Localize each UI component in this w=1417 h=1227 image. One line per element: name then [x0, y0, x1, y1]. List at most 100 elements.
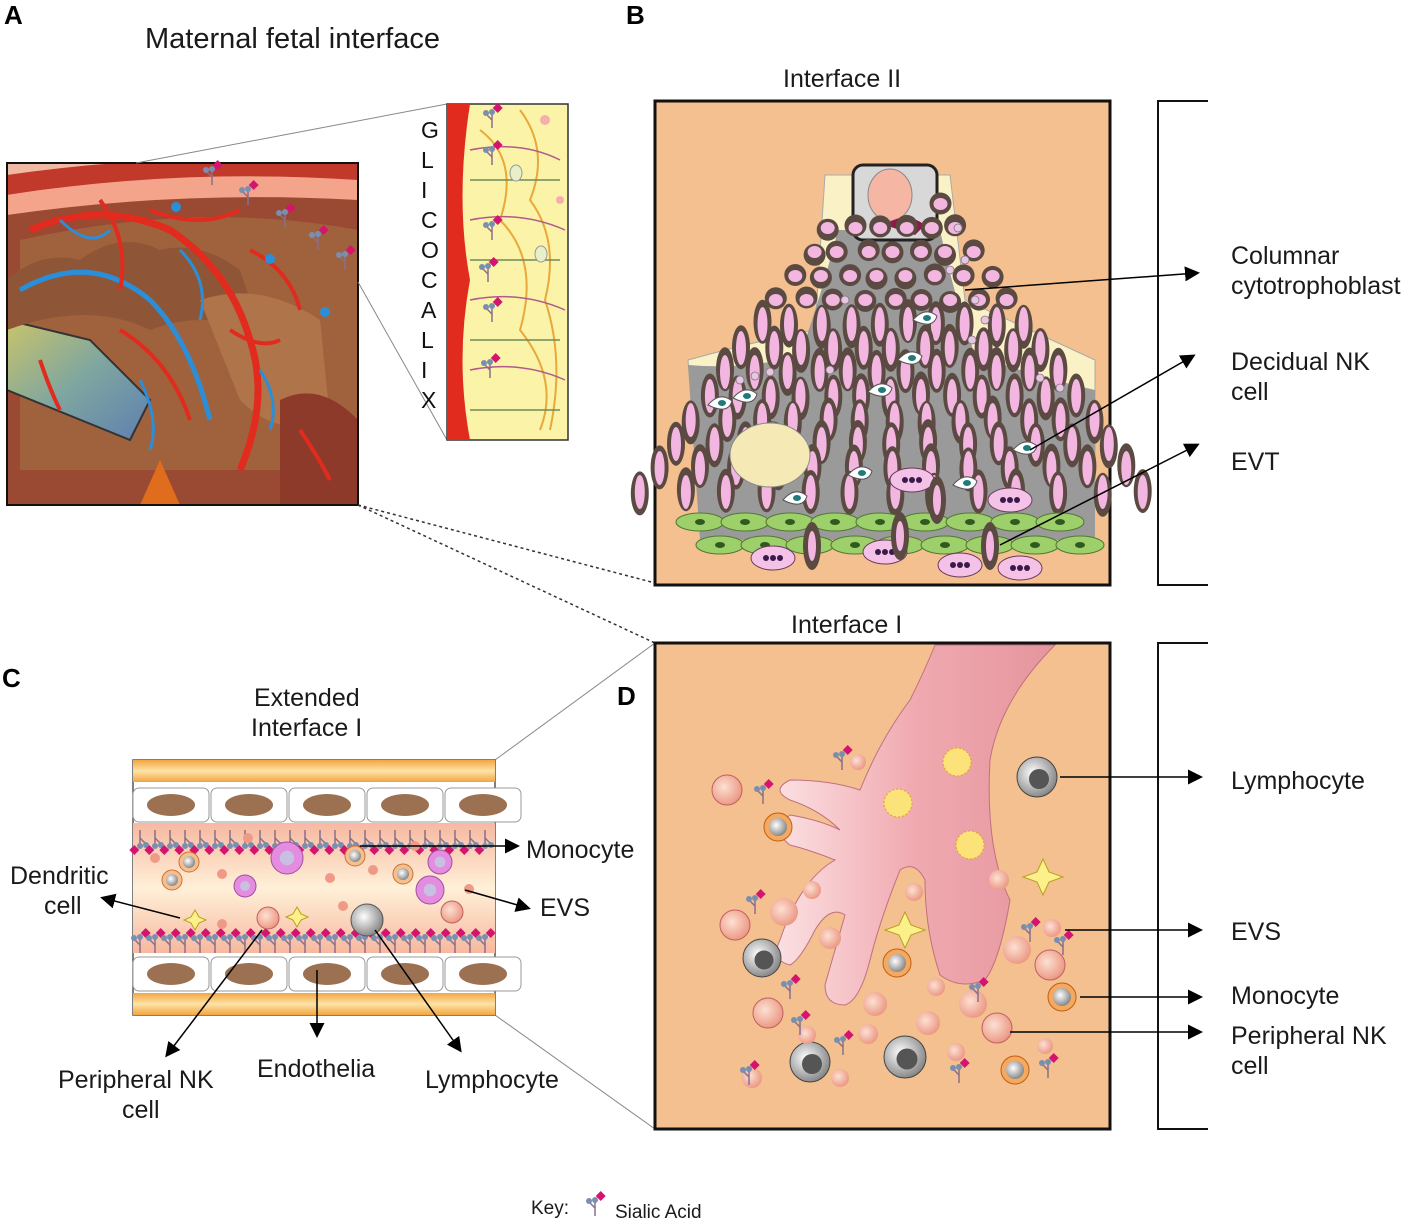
stromal-nucleus	[1010, 519, 1020, 525]
evs-particle	[150, 853, 160, 863]
cytotrophoblast-nucleus	[1089, 403, 1100, 437]
evs-particle	[798, 1026, 816, 1044]
endothelial-nucleus	[459, 794, 507, 816]
cytotrophoblast-nucleus	[1035, 331, 1046, 365]
cytotrophoblast-nucleus	[843, 270, 858, 282]
endothelial-nucleus	[303, 794, 351, 816]
cytotrophoblast-nucleus	[944, 331, 955, 365]
vesicle	[980, 315, 990, 325]
cytotrophoblast-nucleus	[991, 355, 1002, 389]
panel-letter-a: A	[4, 0, 23, 30]
label-columnar-2: cytotrophoblast	[1231, 272, 1401, 300]
cytotrophoblast-nucleus	[795, 379, 806, 413]
macrophage-granule	[1024, 565, 1030, 571]
macrophage-granule	[1014, 497, 1020, 503]
cytotrophoblast-nucleus	[846, 307, 857, 341]
evs-particle	[770, 898, 798, 926]
monocyte-nucleus	[349, 850, 361, 862]
vesicle	[945, 265, 955, 275]
label-d-pnk-1: Peripheral NK	[1231, 1022, 1387, 1050]
endothelial-nucleus	[459, 963, 507, 985]
dendritic-cell	[883, 910, 927, 950]
key-label: Key:	[531, 1198, 569, 1219]
stromal-nucleus	[850, 542, 860, 548]
label-d-evs: EVS	[1231, 918, 1281, 946]
evs-particle	[368, 865, 378, 875]
endothelial-nucleus	[225, 963, 273, 985]
evs-particle	[989, 870, 1009, 890]
cytotrophoblast-nucleus	[825, 294, 840, 306]
vesicle	[1035, 373, 1045, 383]
endothelial-nucleus	[381, 794, 429, 816]
macrophage-granule	[957, 562, 963, 568]
label-c-pnk-1: Peripheral NK	[58, 1066, 214, 1094]
macrophage-granule	[882, 549, 888, 555]
label-d-pnk-2: cell	[1231, 1052, 1269, 1080]
macrophage-granule	[763, 555, 769, 561]
cytotrophoblast-nucleus	[820, 222, 835, 234]
evt-nucleus	[986, 531, 994, 561]
cytotrophoblast-nucleus	[1040, 379, 1051, 413]
cytotrophoblast-nucleus	[959, 307, 970, 341]
cytotrophoblast-nucleus	[933, 198, 948, 210]
evs-particle	[217, 869, 227, 879]
cytotrophoblast-nucleus	[842, 355, 853, 389]
cytotrophoblast-nucleus	[1018, 307, 1029, 341]
cytotrophoblast-nucleus	[938, 246, 952, 258]
panel-a-title: Maternal fetal interface	[145, 23, 440, 55]
cytotrophoblast-nucleus	[1121, 451, 1132, 485]
interface-ii-illustration	[630, 99, 1152, 587]
monocyte-nucleus	[166, 874, 178, 886]
endothelial-nucleus	[381, 963, 429, 985]
peripheral-nk-cell	[711, 774, 743, 806]
cytotrophoblast-nucleus	[782, 355, 793, 389]
cytotrophoblast-nucleus	[1024, 355, 1035, 389]
cytotrophoblast-nucleus	[829, 246, 844, 258]
evs-particle	[217, 919, 227, 929]
cytotrophoblast-nucleus	[924, 222, 939, 234]
label-decidual-nk-1: Decidual NK	[1231, 348, 1370, 376]
cytotrophoblast-nucleus	[947, 379, 958, 413]
stromal-nucleus	[1055, 519, 1065, 525]
cytotrophoblast-nucleus	[931, 355, 942, 389]
macrophage-granule	[1010, 565, 1016, 571]
macrophage-granule	[964, 562, 970, 568]
cytotrophoblast-nucleus	[978, 331, 989, 365]
cytotrophoblast-nucleus	[1137, 475, 1148, 509]
peripheral-nk-cell	[1034, 949, 1066, 981]
lymphocyte-nucleus	[754, 950, 774, 970]
evs-particle	[1003, 936, 1031, 964]
vesicle	[765, 367, 775, 377]
cytotrophoblast-nucleus	[671, 427, 681, 461]
glycocalyx-inset	[446, 102, 569, 441]
macrophage-granule	[1007, 497, 1013, 503]
evs-core	[423, 883, 437, 897]
vesicle	[960, 255, 970, 265]
lymphocyte-nucleus	[896, 1048, 918, 1070]
label-decidual-nk-2: cell	[1231, 378, 1269, 406]
cytotrophoblast-nucleus	[943, 294, 958, 306]
label-c-lymphocyte: Lymphocyte	[425, 1066, 559, 1094]
cytotrophoblast-nucleus	[1067, 427, 1078, 461]
label-evt: EVT	[1231, 448, 1280, 476]
macrophage-granule	[1017, 565, 1023, 571]
evs-particle	[1037, 1038, 1053, 1054]
cytotrophoblast-nucleus	[888, 294, 903, 306]
interface-i-bracket	[1157, 642, 1208, 1130]
stromal-nucleus	[920, 519, 930, 525]
cytotrophoblast-nucleus	[858, 294, 873, 306]
evt-nucleus	[896, 521, 904, 551]
cytotrophoblast-nucleus	[788, 270, 803, 282]
cytotrophoblast-nucleus	[757, 307, 768, 341]
endothelial-nucleus	[225, 794, 273, 816]
cytotrophoblast-nucleus	[861, 246, 876, 258]
cytotrophoblast-nucleus	[1008, 331, 1019, 365]
syncytial-vesicle	[942, 747, 972, 777]
peripheral-nk-cell	[752, 997, 784, 1029]
cytotrophoblast-nucleus	[814, 355, 825, 389]
cytotrophoblast-nucleus	[1053, 475, 1064, 509]
macrophage-granule	[1000, 497, 1006, 503]
glicocalix-letter: G	[421, 117, 439, 143]
monocyte-nucleus	[888, 954, 906, 972]
